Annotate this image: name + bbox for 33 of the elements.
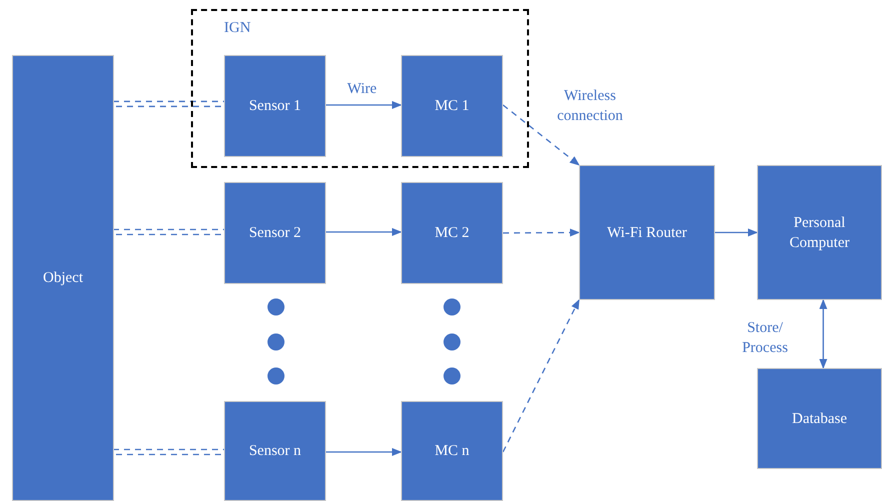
process-box xyxy=(401,182,503,284)
group-title: IGN xyxy=(224,20,251,37)
arrow xyxy=(326,228,402,236)
node-label: Sensor 2 xyxy=(248,224,302,243)
arrow xyxy=(715,228,758,236)
process-box xyxy=(224,401,326,501)
dashed-connector xyxy=(502,104,580,166)
computer-box xyxy=(757,165,882,300)
node-label: MC 1 xyxy=(434,97,470,116)
process-box xyxy=(401,55,503,157)
arrow xyxy=(819,299,828,369)
object-box xyxy=(12,55,114,501)
dashed-connector xyxy=(503,228,580,237)
router-box xyxy=(579,165,715,300)
node-label: MC n xyxy=(434,442,470,461)
arrow xyxy=(326,448,402,456)
dashed-connector xyxy=(112,100,226,108)
node-label: MC 2 xyxy=(434,224,470,243)
group-frame xyxy=(191,9,529,168)
dashed-connector xyxy=(502,299,580,452)
node-label: Database xyxy=(791,410,848,428)
dashed-connector xyxy=(112,228,226,236)
node-label: Object xyxy=(42,269,84,288)
process-box xyxy=(224,55,326,157)
arrow xyxy=(326,100,402,109)
node-label: Wi-Fi Router xyxy=(606,224,688,242)
dashed-connector xyxy=(112,448,226,456)
node-label: Personal Computer xyxy=(788,214,850,252)
node-label: Sensor 1 xyxy=(248,97,302,116)
node-label: Sensor n xyxy=(248,442,302,461)
database-box xyxy=(757,368,882,469)
process-box xyxy=(401,401,503,501)
process-box xyxy=(224,182,326,284)
